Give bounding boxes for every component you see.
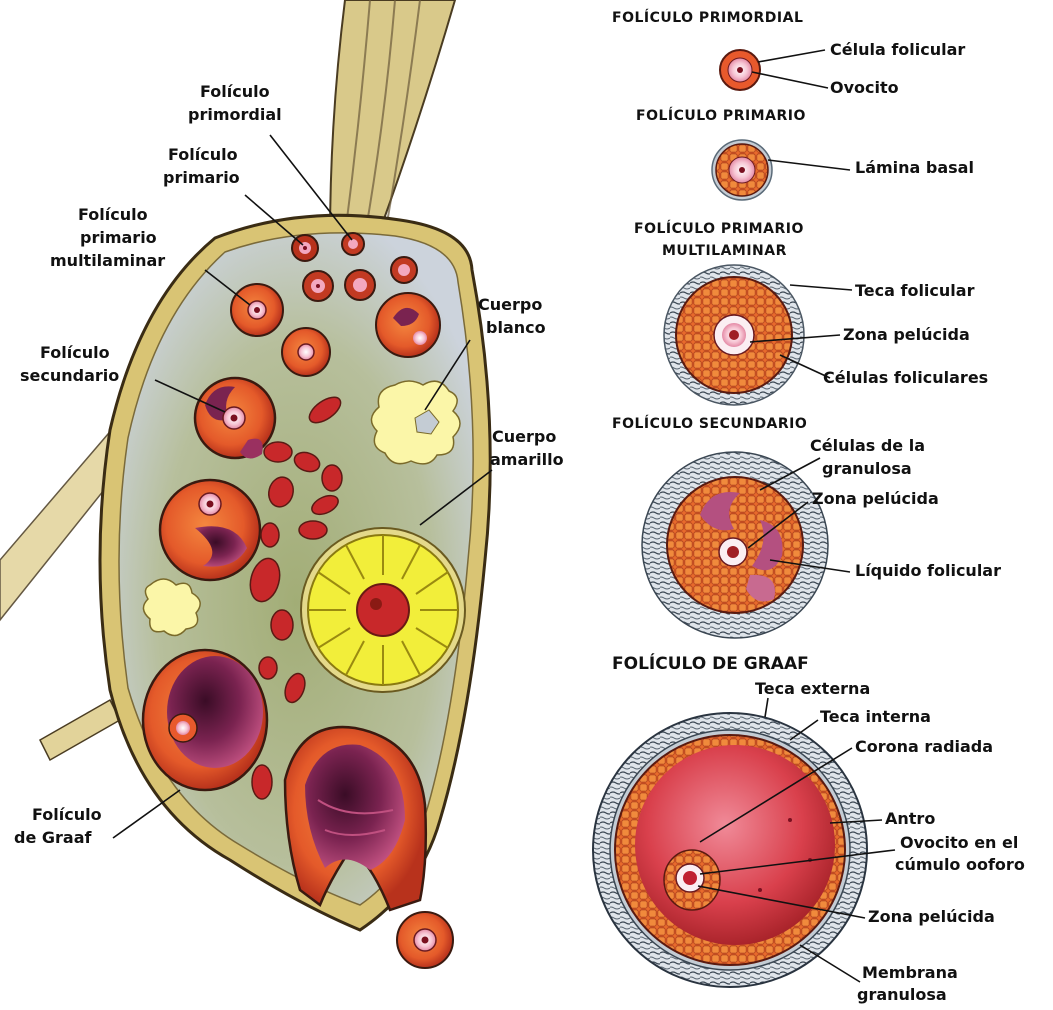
label-zona-pelucida-2: Zona pelúcida	[812, 489, 939, 508]
graaf-follicle-ovary	[143, 650, 267, 790]
released-oocyte	[397, 912, 453, 968]
label-folliculo-primordial: Folículo primordial	[188, 82, 282, 124]
label-ovocito-cumulo: Ovocito en el cúmulo ooforo	[895, 833, 1025, 874]
label-cuerpo-blanco: Cuerpo blanco	[478, 295, 548, 337]
label-folliculo-multilaminar: Folículo primario multilaminar	[50, 205, 165, 270]
label-liquido-folicular: Líquido folicular	[855, 561, 1001, 580]
corpus-luteum	[301, 528, 465, 692]
label-folliculo-secundario: Folículo secundario	[20, 343, 119, 385]
label-membrana-granulosa: Membrana granulosa	[857, 963, 963, 1004]
label-teca-externa: Teca externa	[755, 679, 870, 698]
title-secundario: FOLÍCULO SECUNDARIO	[612, 415, 807, 432]
label-celula-folicular: Célula folicular	[830, 40, 965, 59]
title-primario: FOLÍCULO PRIMARIO	[636, 107, 806, 124]
label-teca-folicular: Teca folicular	[855, 281, 975, 300]
secondary-follicle	[195, 378, 275, 459]
label-foliculo-de-graaf: Folículo de Graaf	[14, 805, 107, 847]
label-zona-pelucida-1: Zona pelúcida	[843, 325, 970, 344]
label-corona-radiada: Corona radiada	[855, 737, 993, 756]
label-celulas-foliculares: Células foliculares	[823, 368, 988, 387]
stage-primario: FOLÍCULO PRIMARIO Lámina basal	[636, 107, 974, 200]
label-folliculo-primario: Folículo primario	[163, 145, 243, 187]
label-lamina-basal: Lámina basal	[855, 158, 974, 177]
mesovarium-lower	[40, 700, 120, 760]
stage-graaf: FOLÍCULO DE GRAAF Teca externa Teca inte…	[593, 652, 1025, 1004]
stage-multilaminar: FOLÍCULO PRIMARIO MULTILAMINAR Teca foli…	[634, 220, 988, 405]
label-teca-interna: Teca interna	[820, 707, 931, 726]
label-cuerpo-amarillo: Cuerpo amarillo	[490, 427, 564, 469]
ovary: Folículo primordial Folículo primario Fo…	[0, 0, 564, 968]
title-graaf: FOLÍCULO DE GRAAF	[612, 652, 809, 674]
label-celulas-granulosa: Células de la granulosa	[810, 436, 931, 478]
title-primordial: FOLÍCULO PRIMORDIAL	[612, 9, 803, 26]
stage-secundario: FOLÍCULO SECUNDARIO Células de la granul…	[612, 415, 1001, 638]
title-multilaminar: FOLÍCULO PRIMARIO MULTILAMINAR	[634, 220, 809, 259]
stage-primordial: FOLÍCULO PRIMORDIAL Célula folicular Ovo…	[612, 9, 965, 97]
label-antro: Antro	[885, 809, 935, 828]
label-ovocito: Ovocito	[830, 78, 899, 97]
early-antral-follicle	[376, 293, 440, 357]
antral-follicle-left	[160, 480, 260, 580]
label-zona-pelucida-3: Zona pelúcida	[868, 907, 995, 926]
